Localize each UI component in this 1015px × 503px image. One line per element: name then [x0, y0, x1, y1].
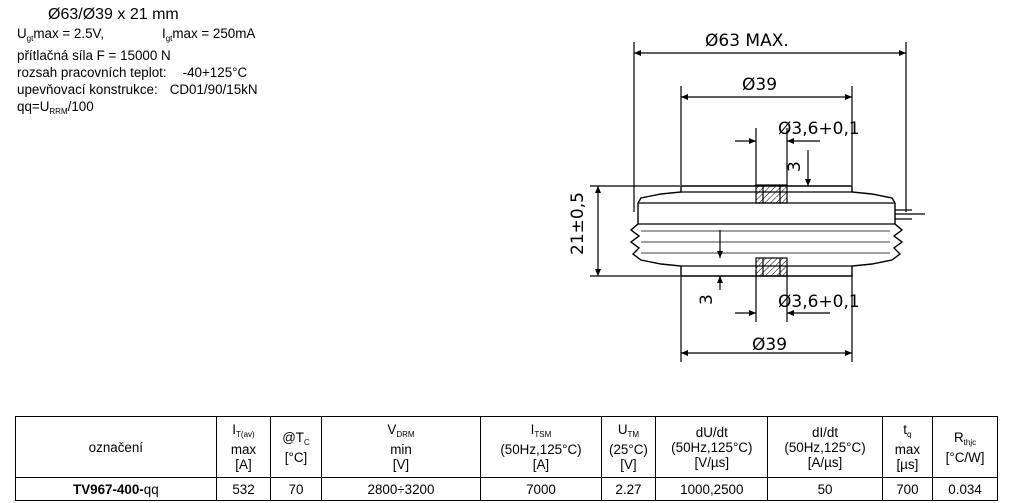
header-didt: dI/dt(50Hz,125°C)[A/µs]	[767, 416, 883, 478]
cell-didt: 50	[767, 477, 883, 501]
qq-rest: /100	[67, 99, 94, 114]
dim-depth-bottom-label: 3	[697, 294, 717, 305]
cell-itav: 532	[215, 477, 272, 501]
cell-dudt: 1000,2500	[655, 477, 769, 501]
gate-params: Ugtmax = 2.5V,Igtmax = 250mA	[17, 25, 258, 47]
cell-tc: 70	[270, 477, 322, 501]
mount-label: upevňovací konstrukce:	[17, 82, 158, 97]
qq-sub: RRM	[49, 107, 68, 116]
cell-utm: 2.27	[600, 477, 657, 501]
dim-hole-top-label: Ø3,6+0,1	[778, 119, 860, 139]
force-line: přítlačná síla F = 15000 N	[17, 48, 171, 63]
temp-value: -40+125°C	[182, 65, 248, 80]
ugt-value: max = 2.5V,	[33, 26, 104, 41]
mount-value: CD01/90/15kN	[169, 82, 258, 97]
package-title: Ø63/Ø39 x 21 mm	[48, 6, 179, 23]
header-designation: označení	[15, 416, 217, 478]
table-row: TV967-400-qq 532 70 2800÷3200 7000 2.27 …	[15, 477, 998, 501]
dim-depth-top-label: 3	[785, 161, 805, 172]
mount-line: upevňovací konstrukce: CD01/90/15kN	[17, 81, 258, 98]
igt-symbol: I	[161, 26, 166, 41]
header-itav: IT(av)max[A]	[215, 416, 272, 478]
temp-label: rozsah pracovních teplot:	[17, 65, 167, 80]
specs-block: Ø63/Ø39 x 21 mm Ugtmax = 2.5V,Igtmax = 2…	[17, 5, 258, 120]
header-rthjc: Rthjc[°C/W]	[932, 416, 998, 478]
header-itsm: ITSM(50Hz,125°C)[A]	[480, 416, 602, 478]
cell-itsm: 7000	[480, 477, 602, 501]
dim-bottom-label: Ø39	[752, 335, 787, 355]
dim-height-label: 21±0,5	[568, 192, 588, 255]
header-dudt: dU/dt(50Hz,125°C)[V/µs]	[655, 416, 769, 478]
cell-vdrm: 2800÷3200	[320, 477, 482, 501]
cell-designation: TV967-400-qq	[15, 477, 217, 501]
dim-hole-bottom-label: Ø3,6+0,1	[778, 292, 860, 312]
igt-value: max = 250mA	[172, 26, 256, 41]
temp-line: rozsah pracovních teplot: -40+125°C	[17, 64, 258, 81]
qq-symbol: qq=U	[17, 99, 50, 114]
qq-line: qq=URRM/100	[17, 98, 258, 120]
header-utm: UTM(25°C)[V]	[600, 416, 657, 478]
header-tc: @TC[°C]	[270, 416, 322, 478]
package-drawing: Ø63 MAX. Ø39 Ø3,6+0,1 Ø3,6+0,1 Ø39 21±0,…	[568, 31, 925, 362]
dim-outer-label: Ø63 MAX.	[705, 31, 789, 51]
ugt-symbol: U	[17, 26, 27, 41]
igt-sub: gt	[165, 34, 173, 43]
dim-mid-label: Ø39	[742, 75, 777, 95]
cell-tq: 700	[881, 477, 934, 501]
cell-rthjc: 0.034	[932, 477, 998, 501]
ugt-sub: gt	[26, 34, 34, 43]
